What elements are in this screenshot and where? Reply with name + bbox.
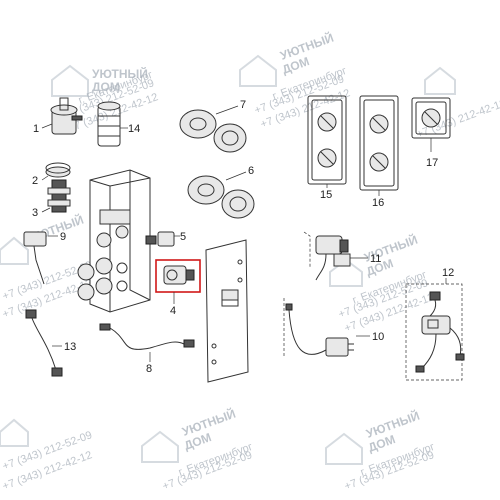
part-16-trim-plate <box>359 95 399 196</box>
part-15-trim-plate <box>307 95 347 188</box>
house-logo-icon <box>0 236 29 265</box>
callout-7: 7 <box>240 99 246 111</box>
watermark-middle-left: УЮТНЫЙ +7 (343) 212-52-09 +7 (343) 212-4… <box>0 212 94 321</box>
watermark-far-right: +7 (343) 212-42-12 <box>415 66 500 141</box>
part-4-cartridge <box>163 265 195 285</box>
callout-5: 5 <box>180 231 186 243</box>
callout-11: 11 <box>370 253 381 265</box>
callout-6: 6 <box>248 165 254 177</box>
house-logo-icon <box>424 66 456 95</box>
part-8-cable <box>99 323 195 350</box>
part-13-cable <box>25 309 63 377</box>
callout-13: 13 <box>64 341 76 353</box>
watermark-bottom-left: +7 (343) 212-52-09 +7 (343) 212-42-12 <box>0 418 94 493</box>
part-1-cartridge <box>41 97 83 135</box>
part-11-valve-block <box>303 231 368 281</box>
part-7-trim-disc <box>179 105 247 153</box>
callout-15: 15 <box>320 189 332 201</box>
callout-10: 10 <box>372 331 384 343</box>
callout-2: 2 <box>32 175 38 187</box>
callout-16: 16 <box>372 197 384 209</box>
callout-14: 14 <box>128 123 140 135</box>
part-6-trim-disc <box>187 171 255 219</box>
callout-17: 17 <box>426 157 438 169</box>
main-body-housing <box>77 169 151 313</box>
house-logo-icon <box>141 430 179 463</box>
part-10-power-supply <box>283 298 370 358</box>
highlight-box-part-4 <box>155 259 201 293</box>
callout-4: 4 <box>170 305 176 317</box>
house-logo-icon <box>0 418 29 447</box>
part-17-square-plate <box>411 97 451 152</box>
part-3-valve <box>41 179 71 213</box>
callout-9: 9 <box>60 231 66 243</box>
callout-3: 3 <box>32 207 38 219</box>
callout-1: 1 <box>33 123 39 135</box>
watermark-top-right: УЮТНЫЙ ДОМ г. Екатеринбург +7 (343) 212-… <box>239 30 352 131</box>
callout-12: 12 <box>442 267 454 279</box>
watermark-brand-2: ДОМ <box>92 80 120 94</box>
front-cover-plate <box>205 239 249 383</box>
part-14-element <box>97 101 128 147</box>
house-logo-icon <box>239 54 277 87</box>
part-2-ring <box>41 162 71 181</box>
watermark-brand: УЮТНЫЙ <box>92 66 148 81</box>
house-logo-icon <box>325 432 363 465</box>
part-9-sensor <box>23 231 58 285</box>
watermark-bottom-center: УЮТНЫЙ ДОМ г. Екатеринбург +7 (343) 212-… <box>141 406 254 493</box>
part-5-fitting <box>145 231 180 247</box>
watermark-bottom-right: УЮТНЫЙ ДОМ г. Екатеринбург +7 (343) 212-… <box>325 408 436 493</box>
callout-8: 8 <box>146 363 152 375</box>
house-logo-icon <box>51 64 89 97</box>
part-12-control-box <box>405 278 465 381</box>
